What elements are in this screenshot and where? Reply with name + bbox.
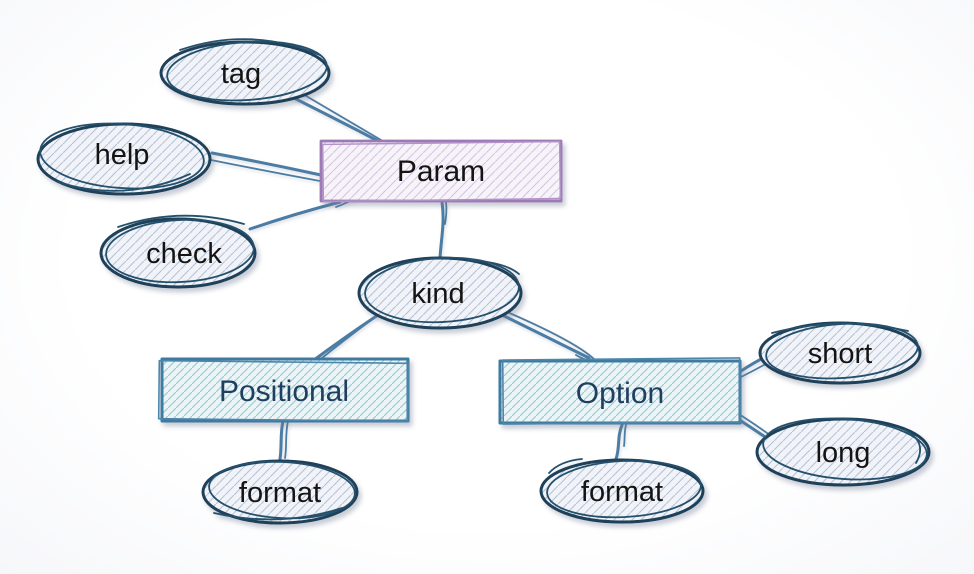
- kind-ellipse-fill: [359, 258, 521, 328]
- node-kind: kind: [357, 256, 523, 330]
- format-option-ellipse-fill: [541, 460, 703, 522]
- help-ellipse-sketch: [39, 122, 205, 190]
- tag-overshoot-stroke: [179, 38, 321, 56]
- edge-option-format: [614, 423, 624, 461]
- edge-help-param-sketch: [210, 159, 321, 182]
- param-box-fill: [321, 141, 561, 201]
- node-format-positional: format: [201, 459, 359, 525]
- help-label: help: [95, 139, 150, 171]
- positional-box-fill: [162, 359, 408, 421]
- check-overshoot-stroke: [117, 214, 245, 228]
- help-overshoot-stroke: [57, 173, 191, 192]
- check-ellipse-sketch: [105, 218, 255, 284]
- edge-positional-format-sketch: [284, 420, 289, 459]
- node-option: Option: [498, 357, 742, 425]
- option-box-fill: [500, 361, 740, 423]
- long-ellipse-sketch: [762, 417, 928, 481]
- positional-box-sketch: [157, 359, 410, 423]
- edge-tag-param-sketch: [295, 89, 382, 141]
- tag-ellipse-fill: [161, 42, 329, 104]
- edge-kind-positional-sketch: [316, 317, 375, 363]
- param-box-sketch: [321, 140, 562, 203]
- edge-help-param: [210, 151, 323, 177]
- node-long: long: [755, 417, 931, 487]
- format-positional-label: format: [239, 477, 321, 509]
- tag-label: tag: [221, 58, 261, 90]
- kind-ellipse-sketch: [364, 256, 520, 324]
- edge-kind-option: [494, 310, 591, 360]
- option-box-sketch: [501, 357, 742, 425]
- check-ellipse-outline: [99, 217, 257, 289]
- node-format-option: format: [539, 458, 705, 524]
- node-check: check: [99, 214, 257, 289]
- help-ellipse-fill: [38, 124, 210, 194]
- tag-ellipse-sketch: [166, 40, 328, 102]
- node-help: help: [36, 122, 212, 196]
- long-label: long: [816, 437, 871, 469]
- format-option-overshoot-stroke: [548, 458, 583, 474]
- positional-label: Positional: [219, 375, 349, 408]
- format-positional-ellipse-sketch: [208, 460, 356, 520]
- long-overshoot-stroke: [904, 429, 921, 464]
- option-label: Option: [576, 377, 664, 410]
- format-option-label: format: [581, 476, 663, 508]
- edge-param-kind-sketch: [444, 201, 448, 225]
- short-label: short: [808, 338, 872, 370]
- check-ellipse-fill: [101, 219, 255, 287]
- kind-overshoot-stroke: [467, 259, 520, 275]
- edge-check-param: [248, 200, 342, 231]
- short-ellipse-fill: [760, 323, 920, 383]
- format-option-ellipse-sketch: [546, 459, 702, 519]
- format-option-ellipse-outline: [539, 458, 705, 524]
- edge-tag-param: [288, 94, 384, 145]
- edge-positional-format: [278, 419, 285, 461]
- edge-param-kind: [438, 200, 445, 260]
- node-positional: Positional: [157, 357, 410, 423]
- param-box-outline: [319, 139, 563, 203]
- edge-option-format-sketch: [623, 424, 627, 447]
- kind-label: kind: [411, 278, 464, 310]
- format-positional-overshoot-stroke: [213, 507, 343, 521]
- long-ellipse-fill: [757, 419, 929, 485]
- format-positional-ellipse-fill: [203, 461, 357, 523]
- node-short: short: [758, 321, 922, 385]
- check-label: check: [146, 238, 222, 270]
- node-param: Param: [319, 139, 563, 203]
- short-overshoot-stroke: [771, 322, 909, 334]
- edge-layer: [210, 89, 775, 461]
- param-label: Param: [397, 155, 485, 188]
- node-tag: tag: [159, 38, 331, 106]
